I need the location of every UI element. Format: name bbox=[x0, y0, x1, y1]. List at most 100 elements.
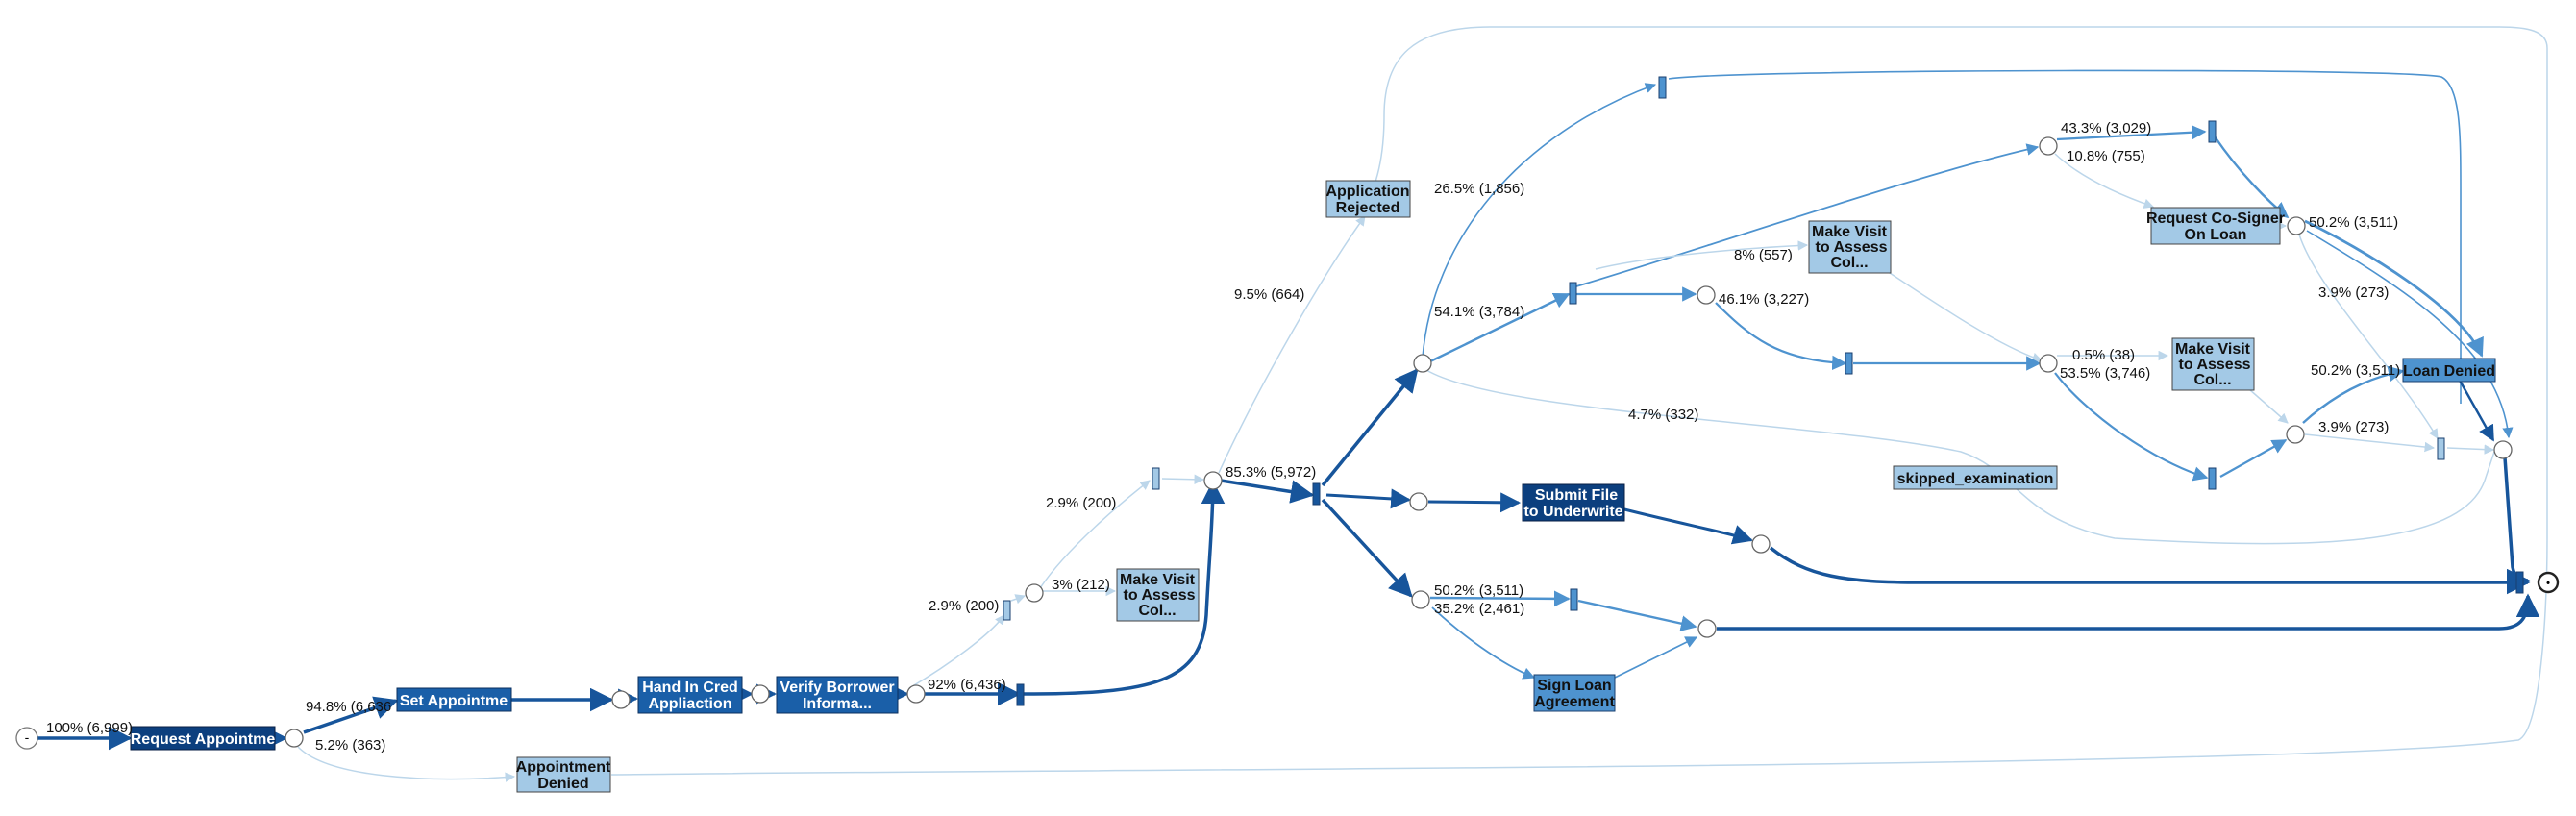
edge-label-skip: 4.7% (332) bbox=[1628, 407, 1698, 423]
small-task-cosign[interactable] bbox=[2208, 120, 2217, 143]
small-task-end-a[interactable] bbox=[2515, 571, 2524, 594]
edge-hub-to-lower[interactable] bbox=[1321, 498, 1413, 598]
small-task-200[interactable] bbox=[1003, 600, 1011, 621]
edge-upper-to-top-task[interactable] bbox=[1422, 83, 1657, 359]
gateway-after-verify[interactable] bbox=[906, 684, 926, 704]
edge-submit-to-gateway[interactable] bbox=[1623, 507, 1754, 545]
edge-main-to-hub[interactable] bbox=[1220, 479, 1315, 504]
edge-gateway-right-to-end[interactable] bbox=[2306, 230, 2514, 439]
gateway-after-request[interactable] bbox=[285, 729, 304, 748]
small-task-4[interactable] bbox=[2208, 467, 2217, 490]
edge-gateway-final-to-end[interactable] bbox=[2503, 457, 2531, 593]
edge-gateway-right-to-small-task[interactable] bbox=[2298, 234, 2439, 439]
start-node[interactable]: - bbox=[15, 727, 38, 750]
edge-small-to-gateway-final[interactable] bbox=[2446, 444, 2495, 455]
gateway-middle[interactable] bbox=[1409, 492, 1428, 511]
edge-small-upper-to-main[interactable] bbox=[1161, 474, 1205, 485]
gateway-main[interactable] bbox=[1203, 471, 1223, 490]
edge-submit-gateway-to-end[interactable] bbox=[1769, 546, 2531, 595]
edge-split-to-main[interactable] bbox=[1022, 480, 1226, 696]
edge-hub-to-upper[interactable] bbox=[1321, 368, 1419, 487]
small-task-verify-split[interactable] bbox=[1016, 683, 1025, 706]
edge-gateway-to-set-appointment[interactable] bbox=[303, 696, 399, 734]
gateway-46[interactable] bbox=[1697, 285, 1716, 305]
activity-hand-in-credit[interactable]: Hand In Cred Appliaction bbox=[637, 676, 743, 714]
edge-gateway-to-appointment-denied[interactable] bbox=[297, 746, 516, 782]
gateway-split-212[interactable] bbox=[1025, 583, 1044, 603]
edge-lower-to-sign-loan[interactable] bbox=[1431, 606, 1536, 680]
activity-sign-loan[interactable]: Sign Loan Agreement bbox=[1533, 674, 1616, 712]
activity-submit-file[interactable]: Submit File to Underwrite bbox=[1522, 483, 1625, 522]
activity-application-rejected[interactable]: Application Rejected bbox=[1325, 180, 1411, 218]
edge-hub-to-middle[interactable] bbox=[1325, 488, 1412, 509]
gateway-cosigner[interactable] bbox=[2039, 136, 2058, 156]
activity-label-line2: Rejected bbox=[1336, 200, 1400, 216]
small-task-hub[interactable] bbox=[1312, 482, 1321, 506]
edge-gateway-46-to-task3[interactable] bbox=[1715, 302, 1847, 371]
edge-verify-to-small-200[interactable] bbox=[908, 614, 1005, 689]
edge-gateway-mid-to-task4[interactable] bbox=[2054, 372, 2209, 482]
edge-gateway-loan-to-loan-denied[interactable] bbox=[2302, 365, 2405, 424]
activity-label-line1: Make Visit bbox=[2175, 341, 2251, 358]
activity-label-line1: Submit File bbox=[1535, 487, 1618, 504]
edge-gateway-right-to-loan-denied[interactable] bbox=[2304, 219, 2484, 358]
activity-skipped-examination[interactable]: skipped_examination bbox=[1893, 465, 2058, 490]
edge-gateway-to-small-upper[interactable] bbox=[1039, 480, 1151, 589]
activity-make-visit-1[interactable]: Make Visit to Assess Col... bbox=[1116, 568, 1200, 622]
gateway-after-handin[interactable] bbox=[751, 684, 770, 704]
small-task-5[interactable] bbox=[2437, 437, 2445, 460]
activity-request-appointment[interactable]: Request Appointme bbox=[130, 726, 276, 751]
small-task-3[interactable] bbox=[1845, 352, 1853, 375]
edge-gateway-loan-to-small[interactable] bbox=[2304, 433, 2436, 453]
activity-make-visit-3[interactable]: Make Visit to Assess Col... bbox=[2171, 337, 2255, 391]
edge-upper-to-task-2[interactable] bbox=[1427, 292, 1571, 364]
activity-label-line1: Make Visit bbox=[1120, 572, 1196, 588]
gateway-lower[interactable] bbox=[1411, 590, 1430, 609]
edge-top-task-to-gateway-right[interactable] bbox=[2214, 136, 2290, 219]
small-task-top[interactable] bbox=[1658, 76, 1667, 99]
edge-task2-to-cosigner-gateway[interactable] bbox=[1575, 143, 2040, 287]
edge-main-to-application-rejected[interactable] bbox=[1218, 215, 1366, 474]
activity-verify-borrower[interactable]: Verify Borrower Informa... bbox=[776, 676, 899, 714]
edge-labels: 100% (6,999) 94.8% (6,636 5.2% (363) 92%… bbox=[46, 120, 2400, 754]
edge-sign-task-to-gateway[interactable] bbox=[1577, 599, 1697, 631]
edge-make-visit-2-to-gateway-mid[interactable] bbox=[1883, 268, 2043, 362]
gateways bbox=[285, 136, 2513, 748]
gateway-after-set[interactable] bbox=[611, 690, 631, 709]
edge-small-200-to-gateway[interactable] bbox=[1010, 594, 1026, 605]
edge-lower-to-sign-task[interactable] bbox=[1429, 590, 1571, 607]
gateway-sign[interactable] bbox=[1697, 619, 1717, 638]
activity-set-appointment[interactable]: Set Appointme bbox=[396, 687, 512, 712]
activity-make-visit-2[interactable]: Make Visit to Assess Col... bbox=[1808, 220, 1892, 274]
edge-label-start: 100% (6,999) bbox=[46, 720, 133, 736]
edge-make-visit-3-to-gateway-loan[interactable] bbox=[2248, 388, 2289, 424]
edge-task4-to-gateway-loan[interactable] bbox=[2219, 439, 2288, 478]
gateway-loan[interactable] bbox=[2286, 425, 2305, 444]
activity-label-line1: Appointment bbox=[516, 759, 611, 776]
edge-sign-gateway-to-end[interactable] bbox=[1717, 593, 2540, 631]
small-task-upper-200[interactable] bbox=[1152, 467, 1160, 490]
gateway-submit[interactable] bbox=[1751, 534, 1771, 554]
small-task-2[interactable] bbox=[1569, 282, 1577, 305]
edge-label-loan-3511-a: 50.2% (3,511) bbox=[2309, 214, 2398, 231]
edge-appointment-denied-to-end[interactable] bbox=[610, 26, 2548, 776]
activity-label: Request Appointme bbox=[131, 731, 276, 748]
edge-top-task-to-end[interactable] bbox=[1668, 69, 2462, 404]
gateway-final[interactable] bbox=[2493, 440, 2513, 459]
gateway-right[interactable] bbox=[2287, 216, 2306, 235]
gateway-upper[interactable] bbox=[1413, 354, 1432, 373]
activity-appointment-denied[interactable]: Appointment Denied bbox=[516, 756, 611, 793]
edge-middle-to-submit[interactable] bbox=[1427, 492, 1522, 513]
edge-task2-to-make-visit-2[interactable] bbox=[1595, 240, 1809, 270]
start-symbol: - bbox=[25, 729, 30, 745]
edge-label-212: 3% (212) bbox=[1052, 577, 1110, 593]
small-task-sign[interactable] bbox=[1570, 588, 1578, 611]
edge-loan-denied-to-gateway-final[interactable] bbox=[2457, 378, 2495, 442]
edge-sign-loan-to-gateway[interactable] bbox=[1614, 636, 1698, 679]
activity-request-cosigner[interactable]: Request Co-Signer On Loan bbox=[2146, 207, 2285, 245]
edge-cosigner-gateway-to-task[interactable] bbox=[2056, 125, 2207, 141]
edge-cosigner-gateway-to-request-cosigner[interactable] bbox=[2054, 153, 2154, 209]
end-node[interactable]: • bbox=[2537, 571, 2560, 594]
gateway-mid-right[interactable] bbox=[2039, 354, 2058, 373]
activity-loan-denied[interactable]: Loan Denied bbox=[2402, 358, 2496, 383]
